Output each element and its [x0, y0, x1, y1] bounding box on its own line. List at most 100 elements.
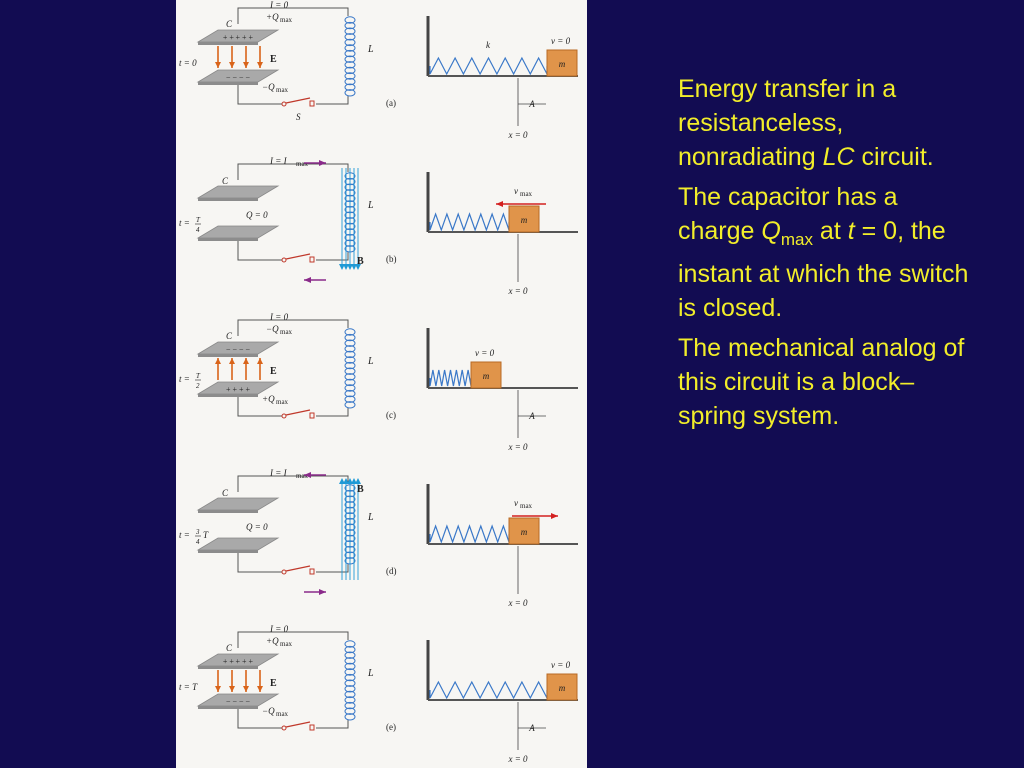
e-field-arrow	[215, 358, 221, 364]
max-subscript: max	[780, 230, 813, 249]
bottom-plate-charges: − − − −	[226, 73, 251, 82]
switch-lever	[285, 409, 311, 416]
time-label: t =34T	[179, 528, 209, 546]
paragraph-capacitor-charge: The capacitor has a charge Qmax at t = 0…	[678, 180, 978, 325]
switch-lever	[285, 565, 311, 572]
bottom-wire-left	[237, 704, 282, 729]
spring	[429, 680, 548, 700]
time-prefix: t =	[179, 530, 190, 540]
coil-turn	[344, 333, 356, 342]
bottom-wire-right	[316, 96, 349, 105]
inductor-label: L	[367, 200, 374, 211]
e-field-arrow	[215, 686, 221, 692]
inductor-label: L	[367, 512, 374, 523]
bottom-wire-right	[316, 408, 349, 417]
current-arrow-bottom	[304, 589, 326, 595]
mass-block	[508, 205, 540, 233]
para3-text: The mechanical analog of this circuit is…	[678, 334, 965, 430]
bottom-wire-right	[316, 564, 349, 573]
current-text: I = 0	[269, 624, 289, 634]
switch-contact-left	[281, 413, 287, 419]
coil-turn	[344, 339, 356, 347]
panel-tag: (b)	[386, 254, 397, 264]
panel-tag: (c)	[386, 410, 396, 420]
mass-block	[508, 517, 540, 545]
coil-turn	[344, 44, 356, 52]
mass-block	[470, 361, 502, 389]
capacitor-top-edge	[198, 354, 258, 357]
capacitor-top-plate	[196, 497, 280, 511]
spring	[429, 56, 548, 76]
top-charge-sub: max	[280, 328, 293, 336]
capacitor-label: C	[226, 19, 233, 29]
top-charge-text: −Q	[266, 324, 279, 334]
amplitude-marker: A	[518, 723, 546, 733]
coil-turn	[344, 61, 356, 69]
time-label: t =T4	[179, 216, 201, 234]
current-arrow-top-head	[319, 160, 326, 166]
b-field-arrow	[339, 478, 345, 484]
time-frac-den: 2	[196, 382, 200, 390]
e-field-arrow	[215, 62, 221, 68]
top-wire	[237, 7, 349, 24]
panel-tag: (d)	[386, 566, 397, 576]
b-field-arrow	[339, 264, 345, 270]
q-italic: Q	[761, 217, 781, 245]
panel-tag: (a)	[386, 98, 396, 108]
current-arrow-top-head	[304, 472, 311, 478]
b-field-arrow	[355, 264, 361, 270]
t-italic: t	[847, 217, 855, 245]
time-frac-num: T	[196, 216, 201, 224]
coil-turn	[344, 72, 356, 80]
bottom-plate-charges: + + + +	[226, 385, 251, 394]
velocity-sub: max	[520, 190, 533, 198]
equilibrium-label: x = 0	[507, 754, 528, 764]
bottom-wire-right	[316, 720, 349, 729]
current-label: I = 0	[269, 0, 289, 10]
capacitor-label: C	[226, 643, 233, 653]
coil-turn	[344, 345, 356, 353]
equilibrium-label: x = 0	[507, 286, 528, 296]
coil-turn	[344, 668, 356, 676]
amplitude-marker: A	[518, 99, 546, 109]
current-arrow-top	[304, 160, 326, 166]
coil-turn	[344, 384, 356, 392]
top-charge-sub: max	[280, 16, 293, 24]
coil-turn	[344, 16, 356, 24]
capacitor-label: C	[222, 176, 229, 186]
coil-turn	[344, 367, 356, 375]
current-sub: max	[296, 472, 309, 480]
inductor-coil	[344, 328, 356, 409]
e-field-label: E	[270, 366, 277, 377]
equilibrium-label: x = 0	[507, 130, 528, 140]
mass-block	[546, 49, 578, 77]
bottom-charge-sub: max	[276, 710, 289, 718]
para2-at: at	[812, 217, 848, 245]
amplitude-label: A	[528, 411, 535, 421]
time-label: t = 0	[179, 58, 197, 68]
top-wire	[237, 319, 349, 336]
bottom-charge-text: +Q	[262, 394, 275, 404]
velocity-label: v = 0	[551, 660, 571, 670]
para2-tail: = 0, the instant at which the switch is …	[678, 217, 969, 322]
capacitor-bottom-plate	[196, 537, 280, 551]
mass-label: m	[559, 59, 566, 69]
bottom-wire-right	[316, 252, 349, 261]
current-arrow-bottom-head	[304, 277, 311, 283]
inductor-label: L	[367, 44, 374, 55]
switch-contact-left	[281, 725, 287, 731]
velocity-sub: max	[520, 502, 533, 510]
capacitor-bottom-edge	[198, 550, 258, 553]
coil-turn	[344, 89, 356, 97]
mass-label: m	[521, 527, 528, 537]
